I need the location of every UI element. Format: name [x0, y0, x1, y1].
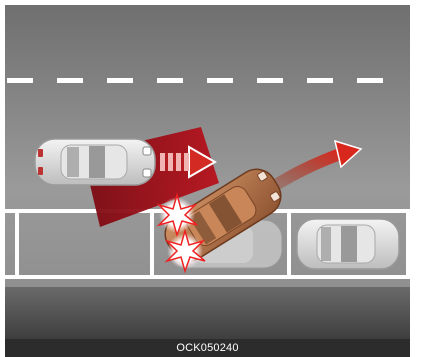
approaching-car	[35, 139, 155, 185]
image-code-label: OCK050240	[5, 339, 410, 357]
parking-collision-illustration	[5, 5, 410, 339]
curb	[5, 287, 410, 339]
parked-car-right	[297, 219, 399, 269]
